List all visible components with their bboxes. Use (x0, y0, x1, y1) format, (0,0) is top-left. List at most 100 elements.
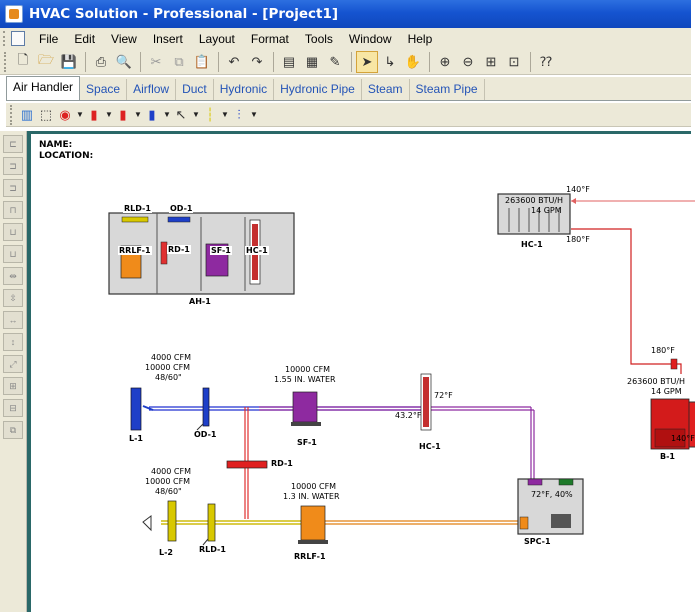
chevron-down-icon[interactable]: ▼ (76, 110, 84, 119)
spc1-label: SPC-1 (524, 537, 551, 546)
menu-window[interactable]: Window (348, 31, 392, 46)
menu-view[interactable]: View (111, 31, 137, 46)
print-icon[interactable]: ⎙ (95, 53, 107, 69)
tab-hydronic-pipe[interactable]: Hydronic Pipe (274, 79, 362, 100)
air-handler-icon[interactable]: ▥ (20, 106, 34, 122)
align-top-icon[interactable]: ⊓ (3, 201, 23, 219)
open-icon[interactable]: 🗁 (37, 51, 55, 67)
bring-front-icon[interactable]: ⧉ (3, 421, 23, 439)
menu-file[interactable]: File (39, 31, 59, 46)
component-tabs: Air Handler Space Airflow Duct Hydronic … (6, 76, 691, 101)
l2-louver[interactable] (142, 500, 177, 542)
b1-btuh: 263600 BTU/H (627, 377, 686, 386)
l1-label: L-1 (129, 434, 143, 443)
menu-tools[interactable]: Tools (304, 31, 333, 46)
undo-icon[interactable]: ↶ (228, 53, 240, 69)
hc1-top-gpm: 14 GPM (531, 206, 562, 215)
same-width-icon[interactable]: ↔ (3, 311, 23, 329)
new-icon[interactable]: 🗋 (17, 51, 29, 67)
connector-icon[interactable]: ↳ (384, 53, 396, 69)
rrlf1-fan[interactable] (298, 505, 328, 544)
red-coil-icon[interactable]: ▮ (119, 106, 127, 122)
rrlf1-cfm: 10000 CFM (291, 482, 337, 491)
ungroup-icon[interactable]: ⊟ (3, 399, 23, 417)
menu-edit[interactable]: Edit (74, 31, 96, 46)
red-damper-icon[interactable]: ▮ (90, 106, 98, 122)
sf1-fan[interactable] (291, 391, 321, 426)
ah1-hc-tag: HC-1 (245, 246, 269, 255)
paste-icon[interactable]: 📋 (193, 53, 211, 69)
save-icon[interactable]: 💾 (60, 53, 78, 69)
zoom-in-icon[interactable]: ⊕ (439, 53, 451, 69)
pointer-cursor-icon[interactable]: ↖ (175, 106, 187, 122)
context-help-icon[interactable]: ⁇ (540, 53, 552, 69)
od1-damper[interactable] (196, 387, 210, 431)
spc1-space[interactable] (517, 478, 584, 535)
hc1-top-unit[interactable] (497, 193, 695, 374)
tab-airflow[interactable]: Airflow (127, 79, 177, 100)
l1-louver[interactable] (130, 387, 154, 431)
tab-air-handler[interactable]: Air Handler (6, 76, 81, 100)
group-icon[interactable]: ⊞ (3, 377, 23, 395)
l1-cfm1: 4000 CFM (151, 353, 191, 362)
tab-steam-pipe[interactable]: Steam Pipe (410, 79, 485, 100)
chevron-down-icon[interactable]: ▼ (192, 110, 200, 119)
menu-help[interactable]: Help (407, 31, 433, 46)
hc1-coil[interactable] (420, 373, 432, 431)
same-height-icon[interactable]: ↕ (3, 333, 23, 351)
l2-size: 48/60" (155, 487, 182, 496)
redo-icon[interactable]: ↷ (251, 53, 263, 69)
align-center-icon[interactable]: ⊐ (3, 157, 23, 175)
hc1-top-return-temp: 180°F (566, 235, 590, 244)
sf1-cfm: 10000 CFM (285, 365, 331, 374)
copy-icon[interactable]: ⧉ (174, 53, 184, 69)
location-label: LOCATION: (39, 151, 94, 161)
drawing-canvas[interactable]: NAME: LOCATION: RLD-1 OD-1 RRLF-1 RD-1 S… (27, 131, 695, 612)
b1-boiler[interactable] (650, 358, 695, 450)
print-preview-icon[interactable]: 🔍 (115, 53, 133, 69)
properties-icon[interactable]: ▤ (282, 53, 296, 69)
tab-steam[interactable]: Steam (362, 79, 410, 100)
blue-coil-icon[interactable]: ▮ (148, 106, 156, 122)
cut-icon[interactable]: ✂ (150, 53, 162, 69)
zoom-extents-icon[interactable]: ⊞ (485, 53, 497, 69)
menu-insert[interactable]: Insert (152, 31, 183, 46)
align-right-icon[interactable]: ⊐ (3, 179, 23, 197)
calculator-icon[interactable]: ▦ (305, 53, 319, 69)
align-bottom-icon[interactable]: ⊔ (3, 245, 23, 263)
hc1-top-btuh: 263600 BTU/H (505, 196, 564, 205)
left-tool-sidebar: ⊏ ⊐ ⊐ ⊓ ⊔ ⊔ ⇹ ⇳ ↔ ↕ ⤢ ⊞ ⊟ ⧉ (0, 131, 27, 612)
space-vertical-icon[interactable]: ⇳ (3, 289, 23, 307)
zoom-window-icon[interactable]: ⊡ (508, 53, 520, 69)
rd1-damper[interactable] (226, 460, 268, 469)
chevron-down-icon[interactable]: ▼ (221, 110, 229, 119)
yellow-filter-icon[interactable]: ┆ (206, 106, 214, 122)
space-horizontal-icon[interactable]: ⇹ (3, 267, 23, 285)
tab-duct[interactable]: Duct (176, 79, 214, 100)
l1-size: 48/60" (155, 373, 182, 382)
blue-louver-icon[interactable]: ⫶ (237, 106, 241, 122)
align-left-icon[interactable]: ⊏ (3, 135, 23, 153)
menu-grip[interactable] (3, 31, 7, 46)
same-size-icon[interactable]: ⤢ (3, 355, 23, 373)
chevron-down-icon[interactable]: ▼ (105, 110, 113, 119)
pan-hand-icon[interactable]: ✋ (404, 53, 422, 69)
chevron-down-icon[interactable]: ▼ (163, 110, 171, 119)
zoom-out-icon[interactable]: ⊖ (462, 53, 474, 69)
chevron-down-icon[interactable]: ▼ (250, 110, 258, 119)
menu-layout[interactable]: Layout (198, 31, 235, 46)
rld1-damper[interactable] (202, 503, 216, 546)
dashed-box-icon[interactable]: ⬚ (39, 106, 53, 122)
tab-hydronic[interactable]: Hydronic (214, 79, 275, 100)
tab-space[interactable]: Space (80, 79, 128, 100)
menu-format[interactable]: Format (250, 31, 289, 46)
rrlf1-pressure: 1.3 IN. WATER (283, 492, 340, 501)
chevron-down-icon[interactable]: ▼ (134, 110, 142, 119)
toolbar-grip[interactable] (4, 51, 8, 72)
select-pointer-icon[interactable]: ➤ (356, 50, 378, 73)
toolbar-grip[interactable] (10, 104, 14, 125)
fan-icon[interactable]: ◉ (59, 106, 71, 122)
align-middle-icon[interactable]: ⊔ (3, 223, 23, 241)
document-menu-icon[interactable] (11, 31, 25, 46)
format-painter-icon[interactable]: ✎ (329, 53, 341, 69)
